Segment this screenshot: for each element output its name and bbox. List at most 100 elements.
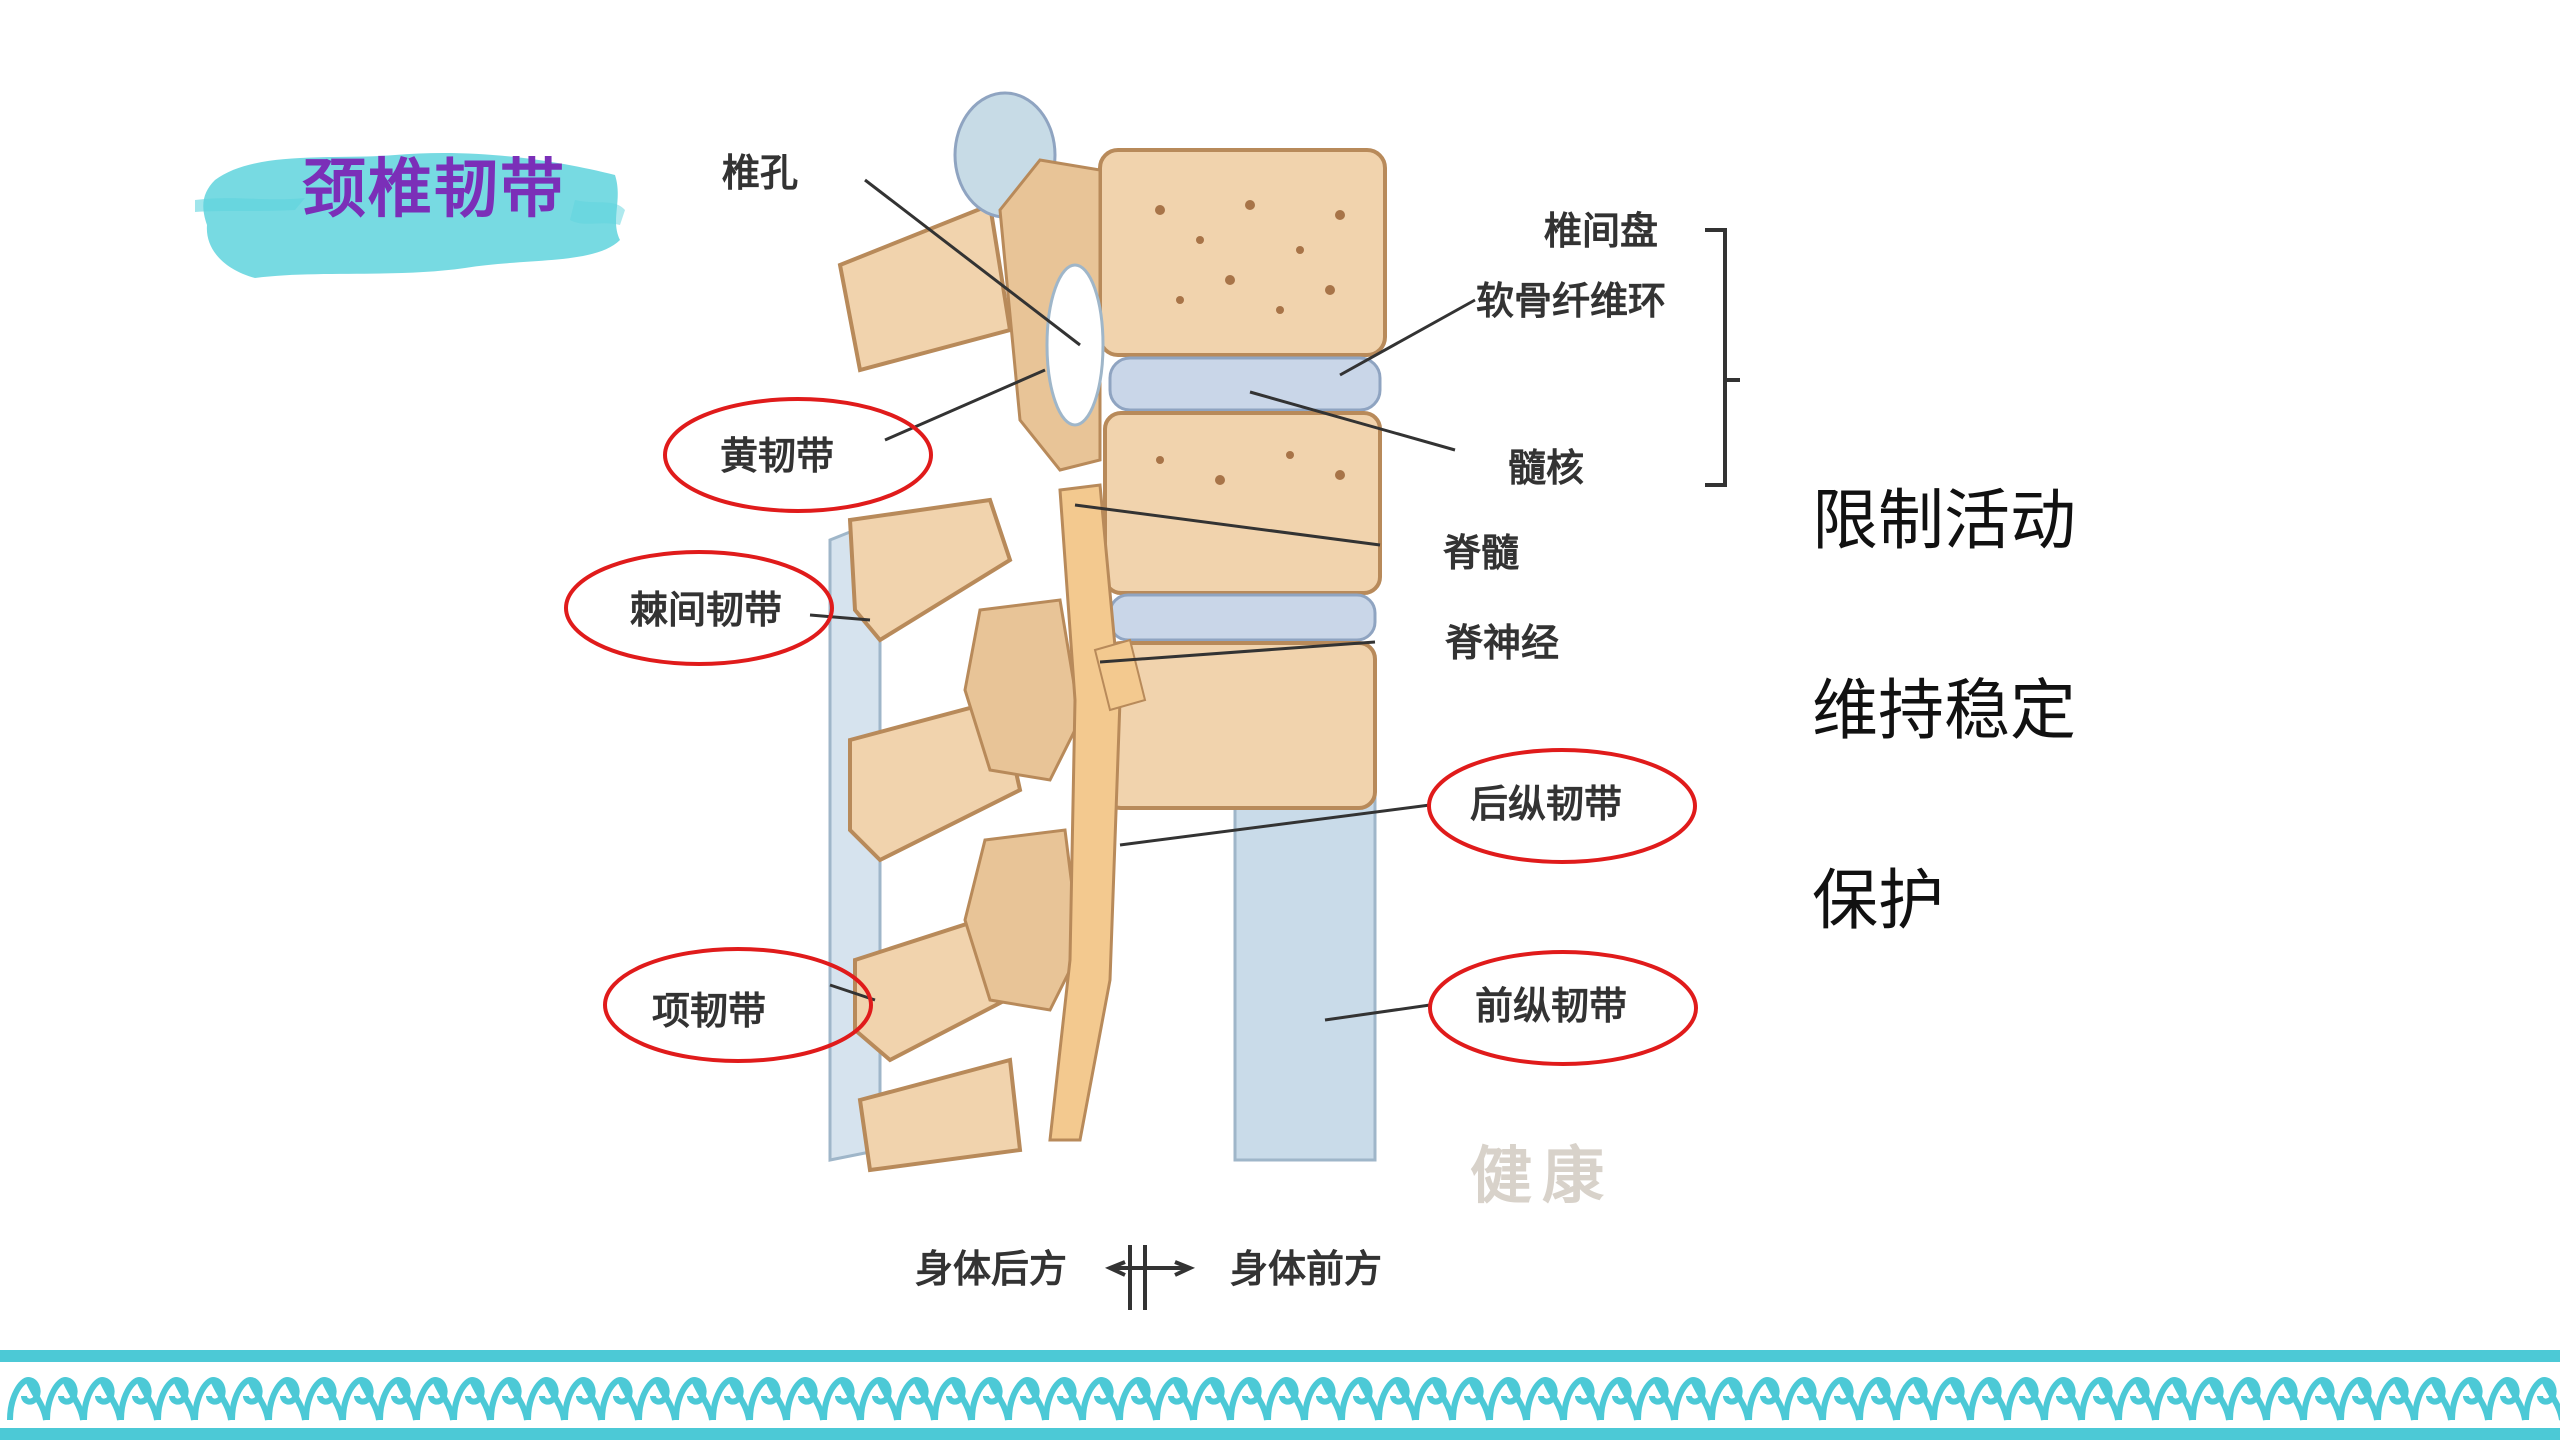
border-scroll-motif (599, 1376, 641, 1421)
highlight-nuchal (603, 947, 873, 1063)
border-scroll-motif (2301, 1376, 2343, 1421)
highlight-posterior-longitudinal (1427, 748, 1697, 864)
border-scroll-motif (1894, 1376, 1936, 1421)
border-scroll-motif (2486, 1376, 2528, 1421)
border-scroll-motif (377, 1376, 419, 1421)
border-scroll-motif (2079, 1376, 2121, 1421)
border-scroll-motif (192, 1376, 234, 1421)
label-disc: 椎间盘 (1544, 209, 1659, 253)
border-scroll-motif (1043, 1376, 1085, 1421)
border-scroll-motif (1228, 1376, 1270, 1421)
border-scroll-motif (1598, 1376, 1640, 1421)
point-maintain-stability: 维持稳定 (1812, 672, 2076, 749)
border-scroll-motif (1820, 1376, 1862, 1421)
disc-mid (1108, 593, 1377, 642)
border-scroll-motif (340, 1376, 382, 1421)
border-scroll-motif (1302, 1376, 1344, 1421)
border-scroll-motif (2412, 1376, 2454, 1421)
label-body-back: 身体后方 (915, 1247, 1068, 1291)
border-scroll-motif (2338, 1376, 2380, 1421)
intervertebral-disc (1108, 356, 1382, 412)
border-scroll-motif (1339, 1376, 1381, 1421)
border-scroll-motif (451, 1376, 493, 1421)
border-scroll-motif (2042, 1376, 2084, 1421)
border-scroll-motif (2375, 1376, 2417, 1421)
label-interspinous: 棘间韧带 (630, 588, 783, 632)
spinal-nerve (1093, 638, 1147, 712)
border-scroll-motif (229, 1376, 271, 1421)
border-scroll-motif (44, 1376, 86, 1421)
disc-bracket (1705, 228, 1727, 487)
border-scroll-motif (1635, 1376, 1677, 1421)
border-scroll-motif (1265, 1376, 1307, 1421)
label-spinal-nerve: 脊神经 (1445, 621, 1560, 665)
border-scroll-motif (1524, 1376, 1566, 1421)
highlight-interspinous (564, 550, 834, 666)
vertebral-foramen (1045, 263, 1105, 427)
label-nuchal: 项韧带 (652, 989, 767, 1033)
border-scroll-motif (2523, 1376, 2560, 1421)
border-scroll-motif (266, 1376, 308, 1421)
decorative-bottom-border (0, 1350, 2560, 1440)
border-scroll-motif (2190, 1376, 2232, 1421)
border-scroll-motif (821, 1376, 863, 1421)
border-scroll-motif (969, 1376, 1011, 1421)
border-scroll-motif (303, 1376, 345, 1421)
border-scroll-motif (1006, 1376, 1048, 1421)
point-protect: 保护 (1812, 862, 1944, 939)
highlight-anterior-longitudinal (1428, 950, 1698, 1066)
border-scroll-motif (7, 1376, 49, 1421)
spinal-cord (1048, 483, 1122, 1142)
border-scroll-motif (1968, 1376, 2010, 1421)
border-scroll-motif (2449, 1376, 2491, 1421)
label-ligamentum-flavum: 黄韧带 (720, 434, 835, 478)
border-scroll-motif (155, 1376, 197, 1421)
lamina-upper (837, 202, 1013, 373)
border-scroll-motif (858, 1376, 900, 1421)
point-limit-motion: 限制活动 (1812, 482, 2076, 559)
border-scroll-motif (747, 1376, 789, 1421)
vertebral-body-mid (1103, 411, 1382, 595)
label-body-front: 身体前方 (1230, 1247, 1383, 1291)
border-scroll-motif (710, 1376, 752, 1421)
border-scroll-motif (784, 1376, 826, 1421)
vertebral-body-low (1103, 641, 1377, 810)
border-scroll-motif (673, 1376, 715, 1421)
border-scroll-motif (118, 1376, 160, 1421)
highlight-ligamentum-flavum (663, 397, 933, 513)
border-scroll-motif (636, 1376, 678, 1421)
border-scroll-motif (1413, 1376, 1455, 1421)
border-scroll-motif (1376, 1376, 1418, 1421)
border-scroll-motif (2227, 1376, 2269, 1421)
label-foramen: 椎孔 (722, 151, 799, 195)
border-scroll-motif (1746, 1376, 1788, 1421)
border-scroll-motif (1154, 1376, 1196, 1421)
border-scroll-motif (81, 1376, 123, 1421)
label-spinal-cord: 脊髓 (1443, 531, 1520, 575)
label-posterior-longitudinal: 后纵韧带 (1470, 782, 1623, 826)
border-scroll-motif (1931, 1376, 1973, 1421)
border-scroll-motif (1709, 1376, 1751, 1421)
border-scroll-motif (1561, 1376, 1603, 1421)
label-anterior-longitudinal: 前纵韧带 (1475, 984, 1628, 1028)
border-scroll-motif (1080, 1376, 1122, 1421)
border-scroll-motif (562, 1376, 604, 1421)
border-scroll-motif (1783, 1376, 1825, 1421)
watermark: 健康 (1470, 1139, 1615, 1212)
spinous-process-1 (847, 497, 1013, 643)
border-scroll-motif (1857, 1376, 1899, 1421)
border-scroll-motif (2153, 1376, 2195, 1421)
border-scroll-motif (932, 1376, 974, 1421)
border-scroll-motif (2264, 1376, 2306, 1421)
border-scroll-motif (414, 1376, 456, 1421)
label-nucleus: 髓核 (1508, 446, 1585, 490)
border-scroll-motif (895, 1376, 937, 1421)
border-scroll-motif (1487, 1376, 1529, 1421)
vertebral-body-upper (1098, 148, 1387, 357)
label-annulus: 软骨纤维环 (1476, 279, 1667, 323)
border-scroll-motif (2005, 1376, 2047, 1421)
border-scroll-motif (1117, 1376, 1159, 1421)
border-scroll-motif (1450, 1376, 1492, 1421)
border-scroll-motif (2116, 1376, 2158, 1421)
title-brush-background (195, 152, 625, 278)
